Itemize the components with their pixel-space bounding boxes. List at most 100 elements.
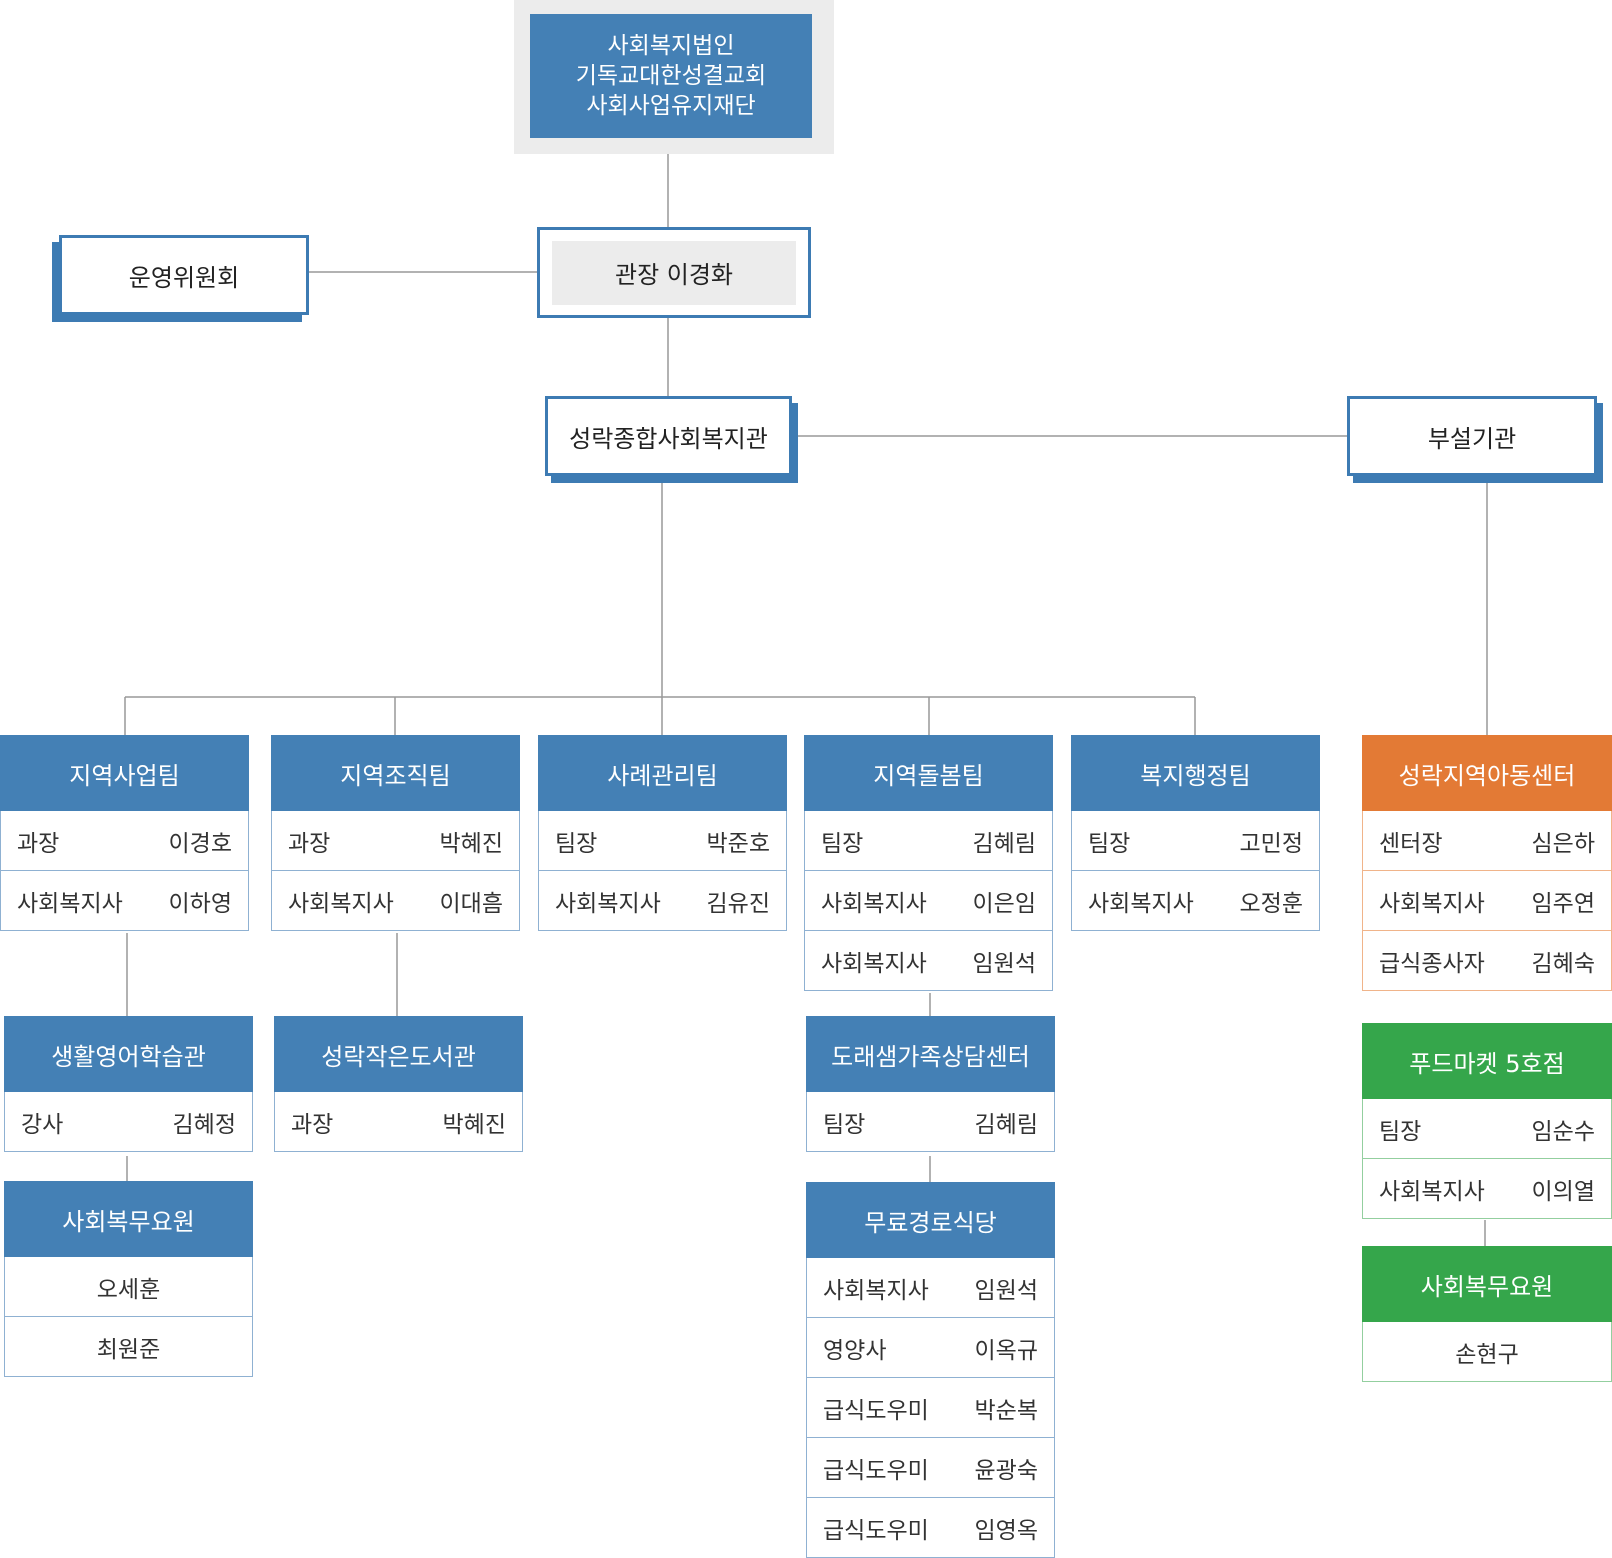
service-agents-title: 사회복무요원 [1362, 1246, 1612, 1322]
staff-role: 강사 [21, 1111, 64, 1138]
staff-name: 박순복 [974, 1397, 1038, 1424]
staff-row: 사회복지사 임원석 [804, 931, 1053, 991]
staff-name: 이은임 [972, 890, 1036, 917]
staff-role: 사회복지사 [555, 890, 661, 917]
center-box: 성락종합사회복지관 [545, 396, 792, 476]
staff-row: 사회복지사 임원석 [806, 1258, 1055, 1318]
staff-name: 이의열 [1531, 1178, 1595, 1205]
staff-role: 급식도우미 [823, 1517, 929, 1544]
staff-name: 박혜진 [442, 1111, 506, 1138]
staff-name: 김혜정 [172, 1111, 236, 1138]
staff-name: 박준호 [706, 830, 770, 857]
staff-role: 사회복지사 [1379, 1178, 1485, 1205]
team-title: 복지행정팀 [1071, 735, 1320, 811]
director-label: 관장 이경화 [552, 240, 796, 305]
staff-name: 윤광숙 [974, 1457, 1038, 1484]
staff-name: 김혜림 [972, 830, 1036, 857]
staff-row: 팀장 김혜림 [804, 811, 1053, 871]
staff-role: 급식도우미 [823, 1457, 929, 1484]
staff-name: 이대흠 [439, 890, 503, 917]
committee-box: 운영위원회 [59, 235, 309, 315]
staff-name: 최원준 [96, 1336, 161, 1363]
staff-role: 사회복지사 [821, 950, 927, 977]
committee-label: 운영위원회 [128, 263, 240, 292]
food-market-card: 푸드마켓 5호점 팀장 임순수 사회복지사 이의열 [1362, 1023, 1612, 1219]
staff-role: 팀장 [823, 1111, 866, 1138]
team-card-community-projects: 지역사업팀 과장 이경호 사회복지사 이하영 [0, 735, 249, 931]
staff-role: 사회복지사 [823, 1277, 929, 1304]
staff-role: 과장 [17, 830, 60, 857]
senior-meals-title: 무료경로식당 [806, 1182, 1055, 1258]
foundation-line-3: 사회사업유지재단 [586, 93, 756, 119]
service-agents-card-green: 사회복무요원 손현구 [1362, 1246, 1612, 1382]
staff-role: 팀장 [555, 830, 598, 857]
library-title: 성락작은도서관 [274, 1016, 523, 1092]
staff-role: 영양사 [823, 1337, 887, 1364]
team-card-community-organizing: 지역조직팀 과장 박혜진 사회복지사 이대흠 [271, 735, 520, 931]
staff-name: 김유진 [706, 890, 770, 917]
staff-name: 박혜진 [439, 830, 503, 857]
team-title: 지역조직팀 [271, 735, 520, 811]
foundation-box: 사회복지법인 기독교대한성결교회 사회사업유지재단 [530, 14, 812, 138]
affiliated-label: 부설기관 [1427, 424, 1517, 453]
staff-row: 센터장 심은하 [1362, 811, 1612, 871]
staff-row: 급식도우미 윤광숙 [806, 1438, 1055, 1498]
director-box: 관장 이경화 [537, 227, 811, 318]
staff-role: 센터장 [1379, 830, 1443, 857]
family-counseling-title: 도래샘가족상담센터 [806, 1016, 1055, 1092]
staff-name: 이하영 [168, 890, 232, 917]
staff-role: 팀장 [821, 830, 864, 857]
staff-role: 사회복지사 [17, 890, 123, 917]
affiliated-box: 부설기관 [1347, 396, 1597, 476]
staff-row: 영양사 이옥규 [806, 1318, 1055, 1378]
staff-name: 고민정 [1239, 830, 1303, 857]
staff-row: 사회복지사 이은임 [804, 871, 1053, 931]
service-agents-title: 사회복무요원 [4, 1181, 253, 1257]
staff-role: 팀장 [1379, 1118, 1422, 1145]
staff-name: 오세훈 [96, 1276, 161, 1303]
foundation-line-1: 사회복지법인 [607, 33, 735, 59]
staff-row: 과장 박혜진 [274, 1092, 523, 1152]
staff-name: 김혜숙 [1531, 950, 1595, 977]
staff-role: 과장 [291, 1111, 334, 1138]
staff-name: 이경호 [168, 830, 232, 857]
staff-name: 임원석 [974, 1277, 1038, 1304]
staff-name: 임순수 [1531, 1118, 1595, 1145]
staff-row: 강사 김혜정 [4, 1092, 253, 1152]
staff-name: 임영옥 [974, 1517, 1038, 1544]
staff-name: 심은하 [1531, 830, 1595, 857]
staff-name: 오정훈 [1239, 890, 1303, 917]
staff-name: 임주연 [1531, 890, 1595, 917]
service-agent-row: 최원준 [4, 1317, 253, 1377]
team-title: 지역돌봄팀 [804, 735, 1053, 811]
center-label: 성락종합사회복지관 [569, 424, 768, 453]
staff-row: 과장 박혜진 [271, 811, 520, 871]
library-card: 성락작은도서관 과장 박혜진 [274, 1016, 523, 1152]
service-agents-card: 사회복무요원 오세훈 최원준 [4, 1181, 253, 1377]
team-title: 지역사업팀 [0, 735, 249, 811]
staff-row: 사회복지사 이의열 [1362, 1159, 1612, 1219]
food-market-title: 푸드마켓 5호점 [1362, 1023, 1612, 1099]
staff-name: 이옥규 [974, 1337, 1038, 1364]
staff-role: 사회복지사 [821, 890, 927, 917]
staff-role: 과장 [288, 830, 331, 857]
english-hall-title: 생활영어학습관 [4, 1016, 253, 1092]
service-agent-row: 오세훈 [4, 1257, 253, 1317]
staff-row: 팀장 박준호 [538, 811, 787, 871]
english-hall-card: 생활영어학습관 강사 김혜정 [4, 1016, 253, 1152]
staff-role: 사회복지사 [288, 890, 394, 917]
staff-name: 임원석 [972, 950, 1036, 977]
